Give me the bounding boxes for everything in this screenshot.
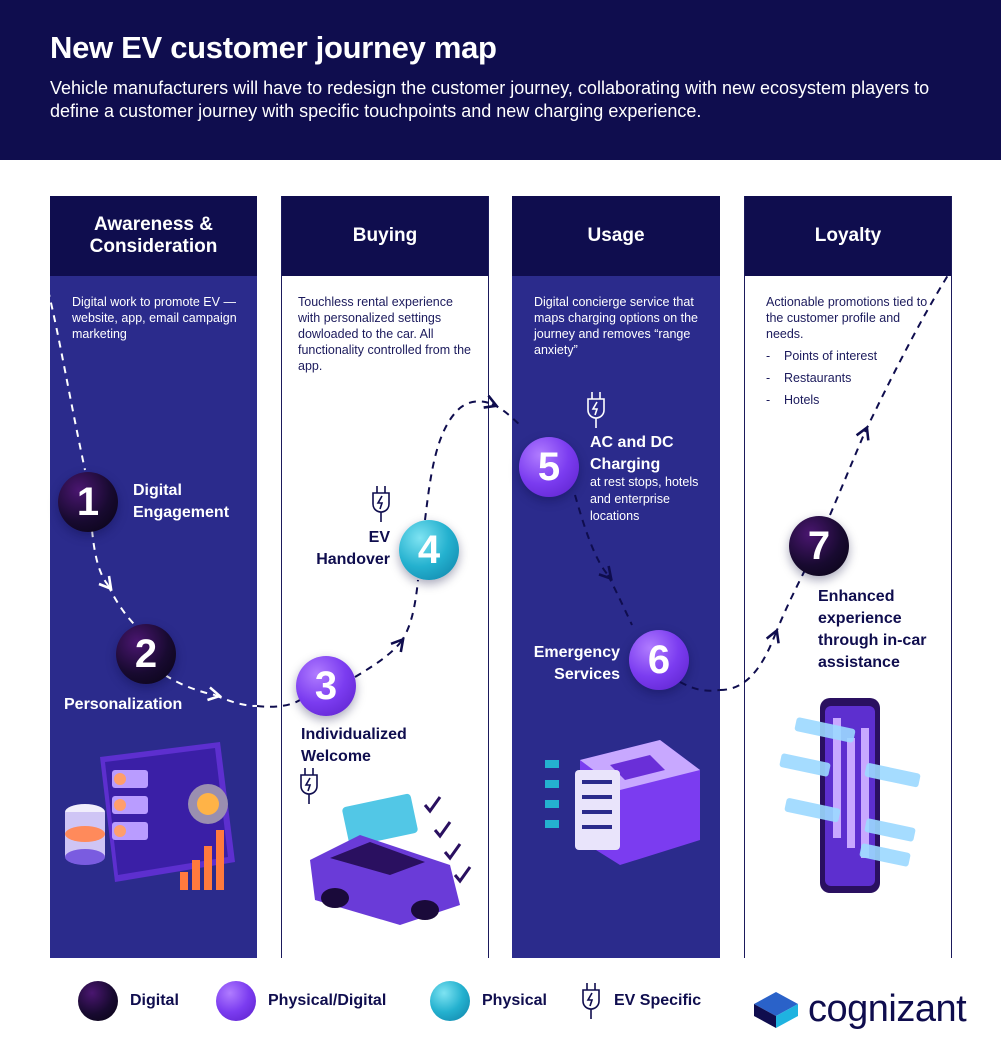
step-2-node: 2 bbox=[116, 624, 176, 684]
step-6-node: 6 bbox=[629, 630, 689, 690]
physical-digital-dot-icon bbox=[216, 981, 256, 1021]
step-3-label: Individualized Welcome bbox=[301, 726, 407, 765]
ev-plug-icon bbox=[372, 486, 390, 522]
analytics-illustration bbox=[65, 742, 235, 890]
cognizant-logo-mark-icon bbox=[754, 991, 798, 1028]
cognizant-logo: cognizant bbox=[752, 988, 967, 1031]
page-title: New EV customer journey map bbox=[50, 30, 497, 65]
column-description: Actionable promotions tied to the custom… bbox=[766, 294, 931, 414]
column-title: Loyalty bbox=[745, 196, 951, 276]
legend-physical: Physical bbox=[430, 979, 547, 1023]
column-description: Digital concierge service that maps char… bbox=[534, 295, 698, 357]
list-item: Restaurants bbox=[766, 370, 931, 386]
column-title: Awareness & Consideration bbox=[50, 196, 257, 276]
step-6-label: Emergency Services bbox=[533, 644, 620, 683]
step-1-label: Digital Engagement bbox=[133, 482, 230, 521]
legend-ev-specific: EV Specific bbox=[580, 979, 701, 1023]
column-title: Buying bbox=[282, 196, 488, 276]
list-item: Hotels bbox=[766, 392, 931, 408]
step-3-node: 3 bbox=[296, 656, 356, 716]
legend-digital: Digital bbox=[78, 979, 179, 1023]
promotion-list: Points of interest Restaurants Hotels bbox=[766, 348, 931, 408]
column-description: Digital work to promote EV — website, ap… bbox=[72, 295, 237, 341]
step-4-node: 4 bbox=[399, 520, 459, 580]
car-welcome-illustration bbox=[310, 793, 472, 925]
step-5-label: AC and DC Charging bbox=[590, 434, 674, 473]
physical-dot-icon bbox=[430, 981, 470, 1021]
digital-dot-icon bbox=[78, 981, 118, 1021]
step-1-node: 1 bbox=[58, 472, 118, 532]
column-description: Touchless rental experience with persona… bbox=[298, 295, 472, 373]
step-5-node: 5 bbox=[519, 437, 579, 497]
step-7-node: 7 bbox=[789, 516, 849, 576]
in-car-assistance-illustration bbox=[779, 698, 921, 893]
ev-plug-icon bbox=[300, 768, 318, 804]
step-2-label: Personalization bbox=[64, 696, 183, 713]
logo-wordmark: cognizant bbox=[808, 988, 967, 1030]
legend-physical-digital: Physical/Digital bbox=[216, 979, 386, 1023]
column-description-text: Actionable promotions tied to the custom… bbox=[766, 295, 928, 341]
step-4-label: EV Handover bbox=[316, 529, 390, 568]
ev-plug-icon bbox=[582, 983, 600, 1019]
emergency-services-illustration bbox=[545, 740, 700, 865]
legend-label: Physical bbox=[482, 992, 547, 1009]
column-title: Usage bbox=[512, 196, 720, 276]
legend-label: Digital bbox=[130, 992, 179, 1009]
legend-label: EV Specific bbox=[614, 992, 702, 1009]
ev-plug-icon bbox=[587, 392, 605, 428]
header-banner: New EV customer journey map Vehicle manu… bbox=[0, 0, 1001, 160]
page-subtitle: Vehicle manufacturers will have to redes… bbox=[50, 78, 930, 121]
legend-label: Physical/Digital bbox=[268, 992, 387, 1009]
step-5-sublabel: at rest stops, hotels and enterprise loc… bbox=[590, 475, 699, 523]
list-item: Points of interest bbox=[766, 348, 931, 364]
step-7-label: Enhanced experience through in-car assis… bbox=[818, 588, 927, 671]
